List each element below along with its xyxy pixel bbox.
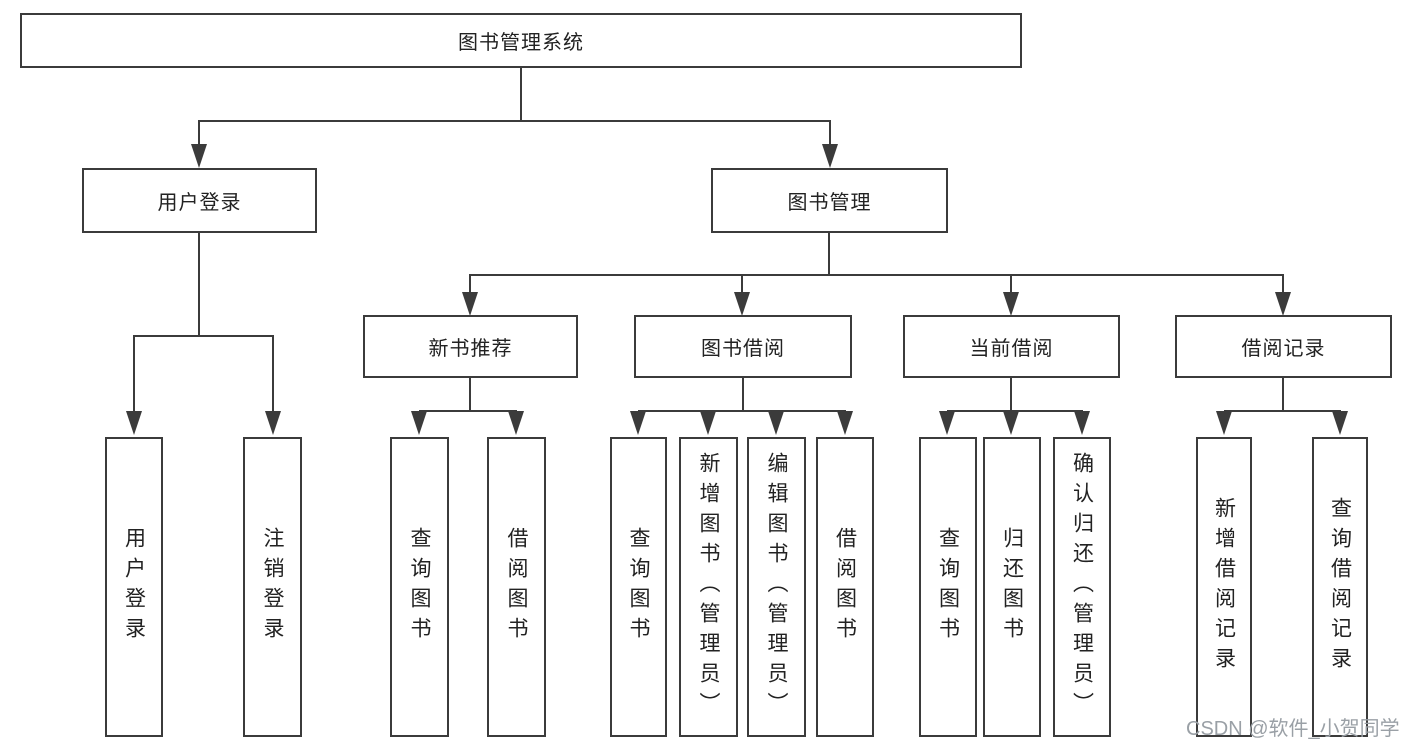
leaf-label: 查询图书 [408, 527, 431, 647]
leaf-label: 借阅图书 [505, 527, 528, 647]
leaf-bb-query-books: 查询图书 [610, 437, 667, 737]
arrow-down-cb-query [939, 411, 955, 435]
leaf-nb-query-books: 查询图书 [390, 437, 449, 737]
node-user-login: 用户登录 [82, 168, 317, 233]
connector-root-stem [520, 68, 522, 120]
node-label: 借阅记录 [1241, 338, 1326, 360]
leaf-label: 确认归还（管理员） [1070, 452, 1094, 722]
node-label: 当前借阅 [969, 338, 1054, 360]
leaf-br-query-record: 查询借阅记录 [1312, 437, 1368, 737]
arrow-down-bb-add [700, 411, 716, 435]
leaf-label: 查询借阅记录 [1328, 497, 1352, 677]
arrow-down-bb-edit [768, 411, 784, 435]
connector-ul-hline [134, 335, 274, 337]
node-current-borrowing: 当前借阅 [903, 315, 1120, 378]
leaf-label: 查询图书 [936, 527, 960, 647]
node-label: 新书推荐 [428, 338, 513, 360]
connector-bm-stem [828, 233, 830, 274]
arrow-down-current-borrow [1003, 292, 1019, 316]
leaf-logout: 注销登录 [243, 437, 302, 737]
leaf-label: 归还图书 [1000, 527, 1024, 647]
leaf-label: 新增借阅记录 [1212, 497, 1236, 677]
node-label: 图书管理 [787, 192, 872, 214]
leaf-cb-confirm-return-admin: 确认归还（管理员） [1053, 437, 1111, 737]
connector-ul-leaf2-stem [272, 335, 274, 413]
arrow-down-book-mgmt [822, 144, 838, 168]
node-label: 用户登录 [157, 192, 242, 214]
arrow-down-user-login [191, 144, 207, 168]
leaf-nb-borrow-books: 借阅图书 [487, 437, 546, 737]
leaf-bb-edit-books-admin: 编辑图书（管理员） [747, 437, 806, 737]
connector-book-mgmt-stem [829, 120, 831, 146]
node-label: 图书管理系统 [458, 32, 584, 54]
arrow-down-leaf-user-login [126, 411, 142, 435]
leaf-label: 编辑图书（管理员） [765, 452, 788, 722]
connector-newbook-stem [469, 274, 471, 294]
connector-cb-stem [1010, 378, 1012, 410]
connector-nb-stem [469, 378, 471, 410]
connector-ul-stem [198, 233, 200, 335]
arrow-down-cb-confirm [1074, 411, 1090, 435]
node-library-management-system: 图书管理系统 [20, 13, 1022, 68]
node-book-management: 图书管理 [711, 168, 948, 233]
connector-current-stem [1010, 274, 1012, 294]
arrow-down-borrow-records [1275, 292, 1291, 316]
leaf-label: 注销登录 [261, 527, 284, 647]
connector-bm-hline [470, 274, 1284, 276]
leaf-cb-query-books: 查询图书 [919, 437, 977, 737]
connector-nb-hline [419, 410, 517, 412]
csdn-watermark: CSDN @软件_小贺同学 [1186, 718, 1400, 740]
arrow-down-new-book [462, 292, 478, 316]
connector-bb-stem [742, 378, 744, 410]
leaf-bb-add-books-admin: 新增图书（管理员） [679, 437, 738, 737]
connector-records-stem [1282, 274, 1284, 294]
leaf-br-add-record: 新增借阅记录 [1196, 437, 1252, 737]
arrow-down-nb-borrow [508, 411, 524, 435]
connector-ul-leaf1-stem [133, 335, 135, 413]
arrow-down-br-query [1332, 411, 1348, 435]
arrow-down-leaf-logout [265, 411, 281, 435]
leaf-label: 新增图书（管理员） [697, 452, 720, 722]
node-new-book-recommendation: 新书推荐 [363, 315, 578, 378]
leaf-bb-borrow-books: 借阅图书 [816, 437, 874, 737]
leaf-cb-return-books: 归还图书 [983, 437, 1041, 737]
leaf-user-login: 用户登录 [105, 437, 163, 737]
node-label: 图书借阅 [701, 338, 785, 360]
leaf-label: 查询图书 [627, 527, 650, 647]
connector-root-hline [199, 120, 831, 122]
node-borrowing-records: 借阅记录 [1175, 315, 1392, 378]
connector-bb-hline [638, 410, 846, 412]
arrow-down-nb-query [411, 411, 427, 435]
arrow-down-bb-borrow [837, 411, 853, 435]
arrow-down-br-add [1216, 411, 1232, 435]
node-book-borrowing: 图书借阅 [634, 315, 852, 378]
leaf-label: 用户登录 [122, 527, 146, 647]
connector-user-login-stem [198, 120, 200, 146]
leaf-label: 借阅图书 [833, 527, 857, 647]
arrow-down-cb-return [1003, 411, 1019, 435]
arrow-down-bb-query [630, 411, 646, 435]
connector-br-hline [1224, 410, 1341, 412]
arrow-down-book-borrow [734, 292, 750, 316]
connector-borrow-stem [741, 274, 743, 294]
connector-br-stem [1282, 378, 1284, 410]
